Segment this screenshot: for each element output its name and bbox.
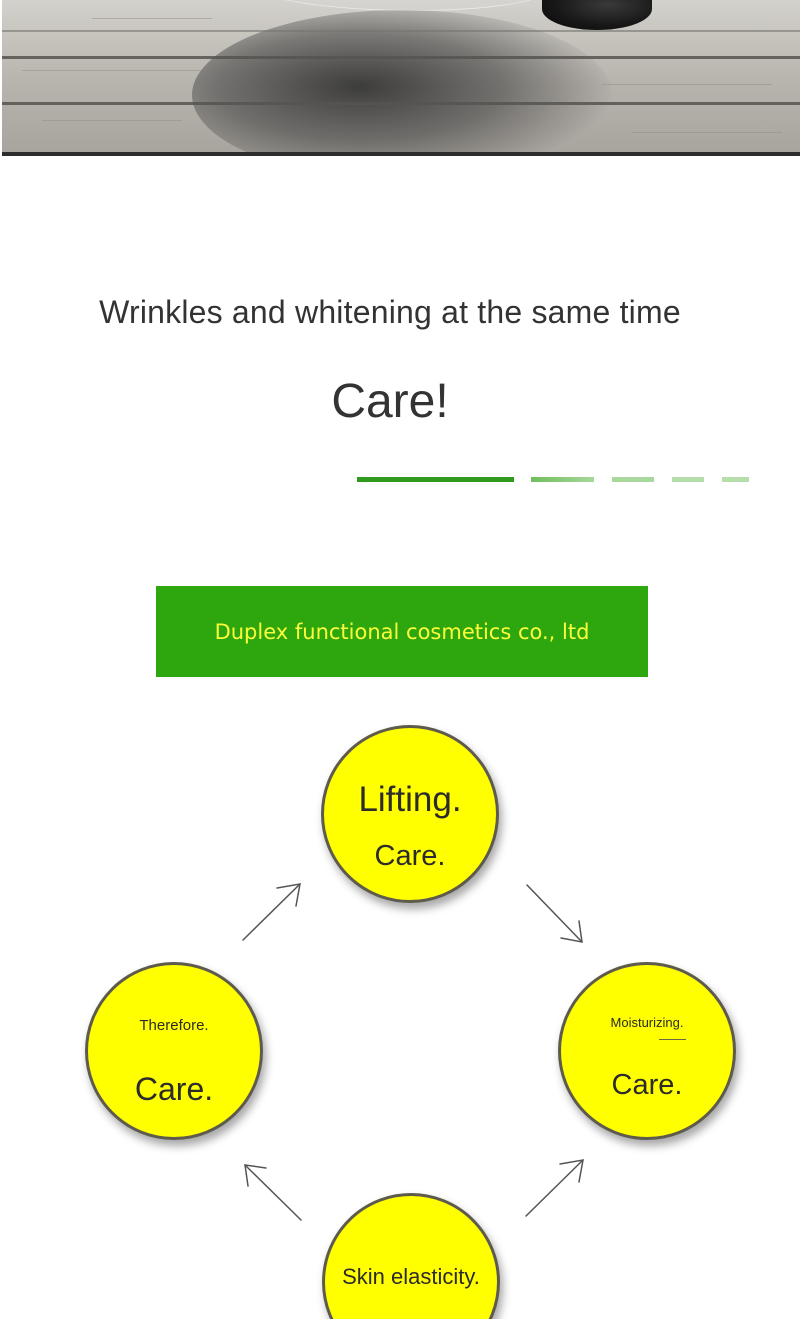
headline-subtitle: Wrinkles and whitening at the same time <box>99 294 681 330</box>
label-underline <box>659 1039 686 1040</box>
wood-grain <box>42 120 182 121</box>
wood-plank-line <box>2 102 800 105</box>
wood-plank-line <box>2 56 800 59</box>
circle-moisturizing: Moisturizing. Care. <box>558 962 736 1140</box>
wood-grain <box>92 18 212 19</box>
circle-label: Therefore. <box>139 1017 209 1034</box>
arrow-up-left-icon <box>244 1164 302 1221</box>
circle-label: Care. <box>611 1069 683 1101</box>
bulb-shadow <box>192 10 612 152</box>
company-name: Duplex functional cosmetics co., ltd <box>214 619 590 644</box>
decorative-dash <box>672 477 704 482</box>
company-banner: Duplex functional cosmetics co., ltd <box>156 586 648 677</box>
arrow-up-right-icon <box>525 1159 584 1217</box>
decorative-dash <box>357 477 514 482</box>
circle-label: Care. <box>134 1071 214 1107</box>
circle-lifting: Lifting. Care. <box>321 725 499 903</box>
arrow-up-right-icon <box>242 883 301 941</box>
circle-label: Lifting. <box>358 780 462 819</box>
wood-plank-line <box>2 30 800 32</box>
decorative-dash <box>722 477 749 482</box>
decorative-dash <box>531 477 594 482</box>
headline-title: Care! <box>331 375 449 428</box>
hero-image <box>2 0 800 156</box>
circle-label: Care. <box>374 840 446 872</box>
wood-grain <box>632 132 782 133</box>
circle-therefore: Therefore. Care. <box>85 962 263 1140</box>
wood-grain <box>22 70 202 71</box>
decorative-dash <box>612 477 654 482</box>
circle-label: Skin elasticity. <box>342 1264 480 1289</box>
circle-label: Moisturizing. <box>610 1015 684 1030</box>
wood-grain <box>602 84 772 85</box>
arrow-down-right-icon <box>526 884 583 943</box>
